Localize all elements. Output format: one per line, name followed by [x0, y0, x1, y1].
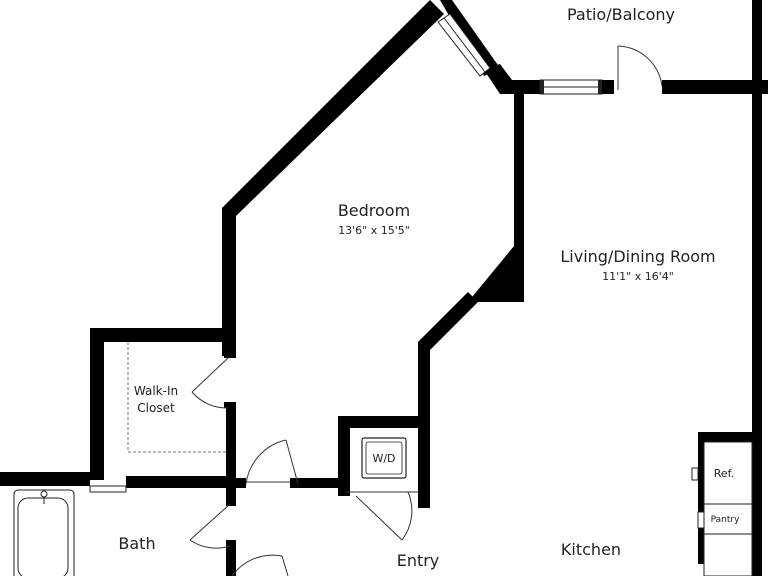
pantry-box [703, 503, 753, 535]
door-patio [602, 45, 674, 94]
washer-dryer-label: W/D [372, 452, 395, 465]
washer-dryer-box [361, 437, 407, 479]
living-label: Living/Dining Room [560, 247, 715, 266]
wall-entry-top [300, 478, 340, 488]
closet-shelf-line [127, 342, 226, 453]
patio-label: Patio/Balcony [567, 5, 675, 24]
closet-label-line1: Walk-In [134, 384, 178, 398]
wall-divider-vertical [514, 94, 524, 302]
doors [189, 45, 674, 576]
labels: Patio/Balcony Bedroom 13'6" x 15'5" Livi… [118, 5, 740, 570]
wall-wd-left [338, 416, 350, 496]
wall-closet-left [90, 328, 104, 480]
wall-wd-right [418, 416, 430, 508]
kitchen-label: Kitchen [561, 540, 621, 559]
bedroom-dims: 13'6" x 15'5" [338, 224, 410, 237]
door-washer-dryer [346, 491, 418, 541]
wall-patio-right [752, 0, 762, 94]
wall-bath-top [0, 472, 90, 486]
kitchen-counter [703, 533, 753, 576]
wall-divider-lower [418, 342, 430, 420]
wall-bath-top-right [126, 476, 236, 488]
wall-living-top-left [500, 80, 540, 94]
door-closet [191, 352, 236, 409]
wall-bedroom-left [222, 208, 236, 356]
window-bath [89, 485, 127, 493]
door-bath [189, 498, 236, 549]
closet-label-line2: Closet [137, 401, 175, 415]
refrigerator-box [703, 441, 753, 505]
wall-kitchen-left [698, 432, 704, 564]
window-bedroom [437, 13, 491, 77]
door-bath-lower [231, 554, 289, 576]
living-dims: 11'1" x 16'4" [602, 270, 674, 283]
bath-label: Bath [118, 534, 155, 553]
bedroom-label: Bedroom [338, 201, 410, 220]
refrigerator-label: Ref. [714, 467, 735, 480]
shower-head-icon [40, 490, 48, 504]
wall-bedroom-diagonal [222, 0, 444, 216]
wall-closet-right-lower [226, 408, 236, 498]
pantry-label: Pantry [711, 515, 740, 525]
wall-divider-diagonal [418, 292, 478, 350]
wall-wd-top [338, 416, 430, 428]
wall-divider-wedge [468, 246, 524, 302]
wall-living-top-right [674, 80, 768, 94]
wall-bath-right [226, 546, 236, 576]
windows [89, 13, 603, 493]
window-living [539, 79, 603, 95]
wall-right-exterior [752, 94, 762, 576]
wall-closet-top [90, 328, 236, 342]
door-bedroom [236, 439, 300, 488]
bathtub-inner [17, 497, 69, 576]
fixtures [13, 342, 753, 576]
wall-patio-diagonal [440, 0, 500, 76]
wall-kitchen-top [698, 432, 762, 442]
entry-label: Entry [397, 551, 440, 570]
